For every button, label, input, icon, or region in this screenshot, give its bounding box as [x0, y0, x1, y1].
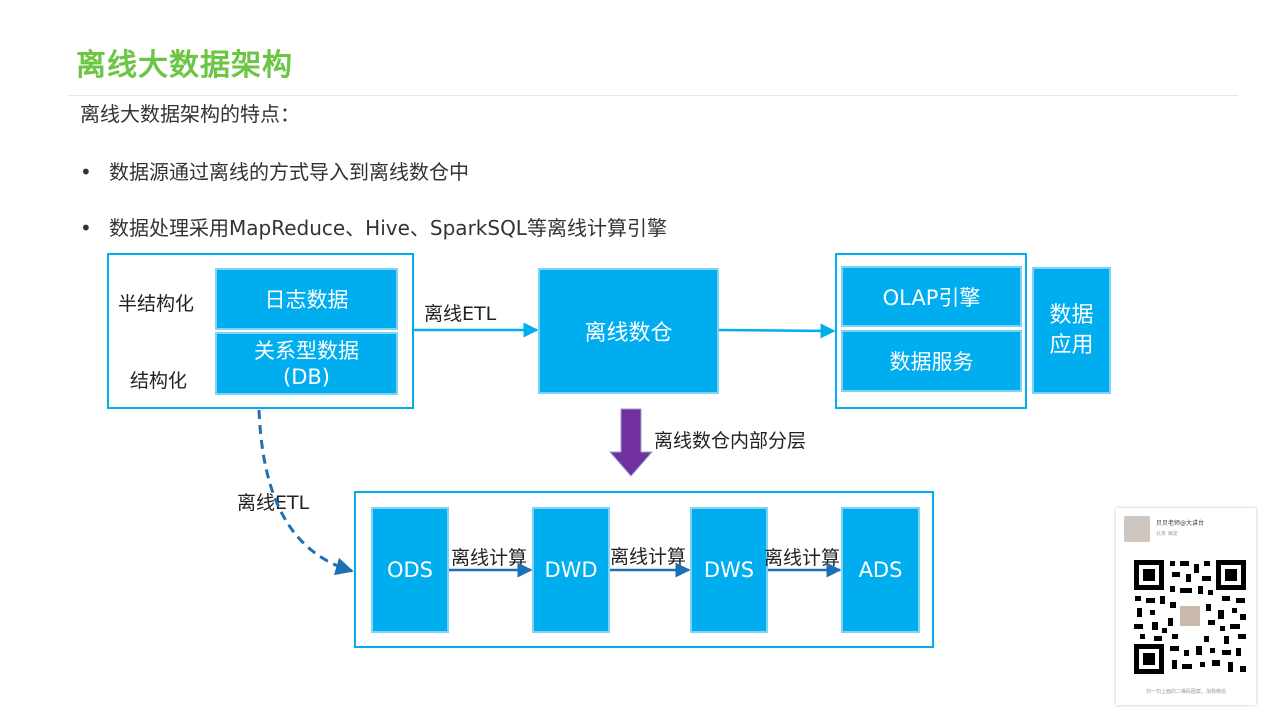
warehouse-arrow-to-output — [718, 323, 836, 339]
layering-down-arrow — [608, 408, 654, 477]
dws-layer-box: DWS — [690, 507, 768, 633]
bullet-dot: • — [80, 160, 92, 184]
qr-code-icon — [1132, 558, 1248, 676]
ods-layer-label: ODS — [386, 558, 434, 582]
ads-layer-label: ADS — [858, 558, 903, 582]
offline-warehouse-label: 离线数仓 — [584, 321, 673, 346]
data-service-box: 数据服务 — [841, 330, 1022, 392]
ads-layer-box: ADS — [841, 507, 920, 633]
warehouse-layering-label: 离线数仓内部分层 — [654, 430, 807, 452]
compute-label-2: 离线计算 — [610, 546, 687, 568]
source-group-frame — [107, 253, 414, 409]
etl-dashed-arrow-to-ods — [257, 409, 354, 576]
relational-db-label: 关系型数据 — [254, 338, 359, 363]
data-service-label: 数据服务 — [889, 350, 974, 374]
bullet-item-1: • 数据源通过离线的方式导入到离线数仓中 — [80, 156, 469, 185]
bullet-text-2: 数据处理采用MapReduce、Hive、SparkSQL等离线计算引擎 — [109, 216, 667, 240]
structured-label: 结构化 — [130, 370, 188, 392]
dws-layer-label: DWS — [703, 558, 755, 582]
etl-label-left: 离线ETL — [237, 492, 310, 514]
ods-layer-box: ODS — [371, 507, 449, 633]
etl-label-top: 离线ETL — [424, 303, 497, 325]
db-label: (DB) — [283, 364, 330, 389]
avatar — [1124, 516, 1150, 542]
data-application-label-2: 应用 — [1049, 332, 1094, 358]
qr-footer-text: 扫一扫上面的二维码图案，加我微信 — [1145, 689, 1226, 695]
olap-engine-label: OLAP引擎 — [882, 285, 981, 310]
dwd-layer-label: DWD — [544, 558, 598, 582]
offline-warehouse-box: 离线数仓 — [538, 268, 719, 394]
output-group-frame — [835, 253, 1027, 409]
layers-group-frame — [354, 491, 934, 648]
bullet-item-2: • 数据处理采用MapReduce、Hive、SparkSQL等离线计算引擎 — [80, 212, 667, 241]
olap-engine-box: OLAP引擎 — [841, 266, 1022, 327]
log-data-box: 日志数据 — [215, 268, 398, 330]
semi-structured-label: 半结构化 — [118, 293, 195, 315]
wechat-qr-card: 贝贝老师@大讲台 北京 海淀 扫一扫上面的二维码图案，加我微信 — [1116, 508, 1256, 705]
slide-title: 离线大数据架构 — [76, 48, 293, 83]
compute-label-3: 离线计算 — [764, 547, 841, 569]
relational-db-box: 关系型数据 (DB) — [215, 332, 398, 395]
data-application-box: 数据 应用 — [1032, 267, 1111, 394]
dwd-layer-box: DWD — [532, 507, 610, 633]
qr-contact-location: 北京 海淀 — [1156, 531, 1178, 537]
log-data-label: 日志数据 — [264, 288, 349, 312]
data-application-label-1: 数据 — [1049, 302, 1094, 328]
qr-contact-name: 贝贝老师@大讲台 — [1156, 520, 1205, 527]
bullet-dot: • — [80, 216, 92, 240]
bullet-text-1: 数据源通过离线的方式导入到离线数仓中 — [109, 160, 469, 184]
intro-text: 离线大数据架构的特点： — [80, 102, 300, 126]
title-divider — [68, 95, 1238, 96]
compute-label-1: 离线计算 — [451, 547, 528, 569]
